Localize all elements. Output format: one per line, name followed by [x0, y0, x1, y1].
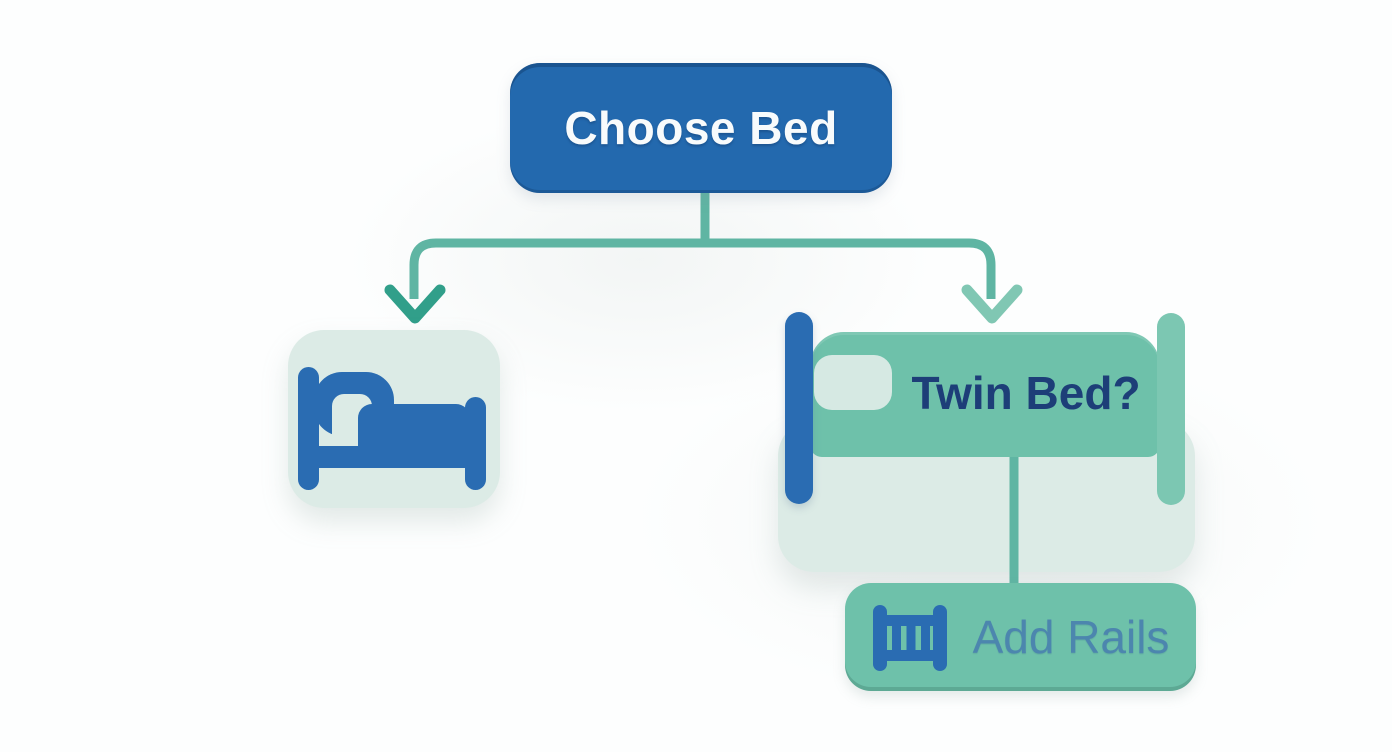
- pillow: [814, 355, 892, 410]
- single-bed-icon: [298, 367, 486, 490]
- crib-rails-icon: [873, 605, 947, 671]
- down-arrow-right-icon: [961, 284, 1023, 324]
- edge-branch-right: [705, 238, 996, 299]
- node-add-rails: Add Rails: [845, 583, 1196, 691]
- choose-bed-label: Choose Bed: [564, 102, 838, 154]
- node-single-bed: [288, 330, 500, 508]
- edge-branch-left: [409, 238, 705, 299]
- add-rails-label: Add Rails: [972, 611, 1170, 663]
- bedpost-right: [1157, 313, 1185, 505]
- bedpost-left: [785, 312, 813, 504]
- twin-bed-label: Twin Bed?: [911, 367, 1141, 419]
- down-arrow-left-icon: [384, 284, 446, 324]
- node-choose-bed: Choose Bed: [510, 63, 892, 193]
